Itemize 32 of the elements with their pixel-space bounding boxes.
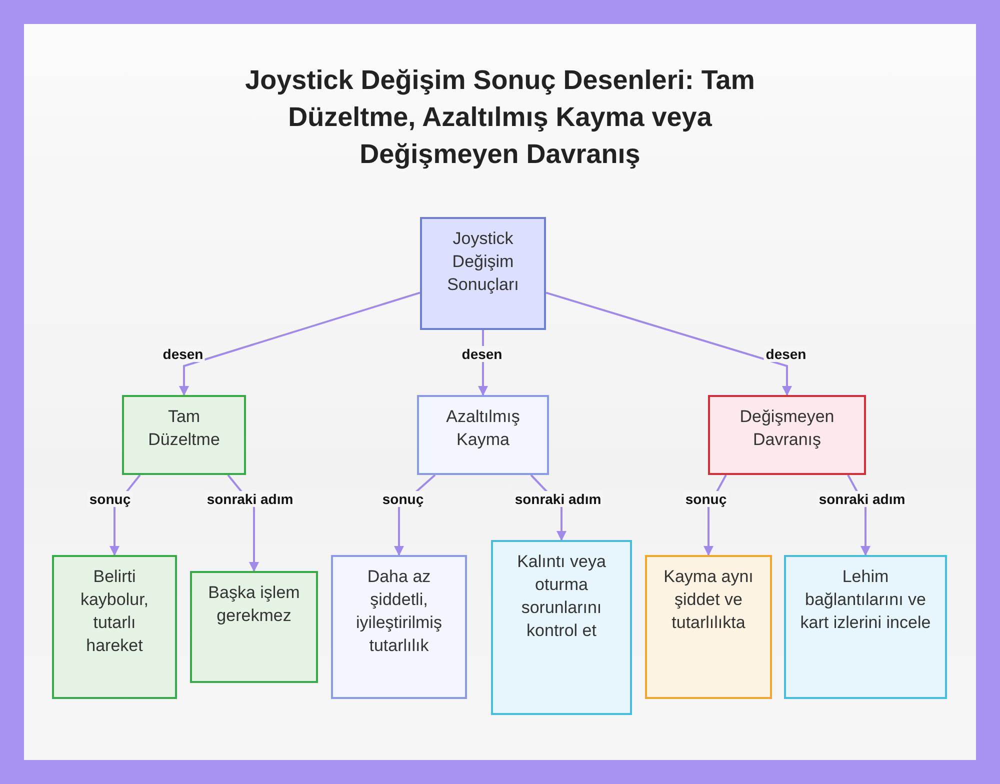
diagram-title: Joystick Değişim Sonuç Desenleri: Tam Düzeltme, Azaltılmış Kayma veya Değişmeyen Davranış [244, 64, 756, 171]
node-text: Kalıntı veya oturma sorunlarını kontrol et [516, 551, 607, 642]
outcome-box [645, 555, 772, 699]
node-text: Joystick Değişim Sonuçları [446, 228, 520, 296]
root-box [420, 217, 546, 330]
outcome-box [417, 395, 549, 475]
edge-label: sonraki adım [204, 491, 296, 507]
edge-label: desen [160, 346, 206, 362]
edge-label: desen [764, 346, 808, 362]
outcome-box [784, 555, 947, 699]
connector-arrow [546, 292, 792, 396]
node-text: Azaltılmış Kayma [445, 406, 521, 451]
outcome-box [122, 395, 246, 475]
edge-label: sonuç [87, 491, 133, 507]
edge-label: sonraki adım [512, 491, 604, 507]
node-text: Kayma aynı şiddet ve tutarlılıkta [662, 566, 754, 634]
edge-label: sonuç [380, 491, 426, 507]
edge-label: sonraki adım [816, 491, 908, 507]
outcome-box [491, 540, 632, 715]
outcome-box [190, 571, 318, 683]
node-text: Daha az şiddetli, iyileştirilmiş tutarlılık [355, 566, 443, 657]
connector-arrow [179, 292, 420, 396]
node-text: Değişmeyen Davranış [738, 406, 836, 451]
outcome-box [52, 555, 177, 699]
outcome-box [708, 395, 866, 475]
edge-label: sonuç [683, 491, 729, 507]
node-text: Tam Düzeltme [147, 406, 221, 451]
node-text: Belirti kaybolur, tutarlı hareket [79, 566, 150, 657]
edge-label: desen [460, 346, 504, 362]
outcome-box [331, 555, 467, 699]
node-text: Başka işlem gerekmez [207, 582, 301, 627]
node-text: Lehim bağlantılarını ve kart izlerini incele [800, 566, 931, 634]
